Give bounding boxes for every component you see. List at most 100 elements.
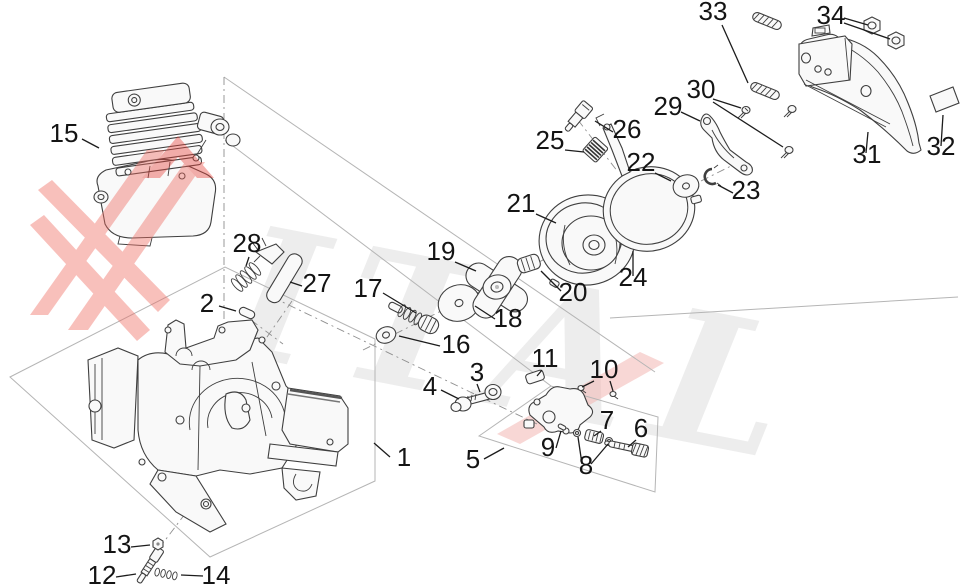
pin-9	[557, 423, 567, 431]
leader-line-30	[712, 101, 784, 148]
screw-30b	[783, 104, 797, 118]
leader-line-18	[474, 305, 496, 320]
part-label-29: 29	[654, 91, 683, 121]
part-label-30: 30	[687, 74, 716, 104]
part-label-1: 1	[397, 442, 411, 472]
part-label-22: 22	[627, 147, 656, 177]
spring-pin-14	[154, 567, 178, 581]
washer-22	[672, 174, 700, 198]
leader-line-20	[540, 270, 562, 292]
part-label-5: 5	[466, 444, 480, 474]
part-label-8: 8	[579, 450, 593, 480]
hex-nut-34b	[887, 31, 905, 50]
part-label-9: 9	[541, 432, 555, 462]
leader-line-25	[564, 149, 585, 153]
leader-line-17	[382, 292, 417, 314]
leader-line-34	[843, 22, 891, 40]
pump-washer-4	[450, 396, 472, 413]
leader-line-10	[609, 380, 614, 392]
part-label-24: 24	[619, 262, 648, 292]
needle-bearing-20	[516, 253, 541, 274]
brake-plug-axis	[577, 119, 619, 173]
adjuster-bolt-6	[604, 440, 650, 458]
o-ring-8a	[572, 428, 582, 438]
part-label-21: 21	[507, 188, 536, 218]
part-labels: 1234567891011121314151617181920212223242…	[50, 0, 956, 587]
brake-band-24	[595, 113, 702, 252]
crankcase-plane	[9, 266, 376, 558]
part-label-13: 13	[103, 529, 132, 559]
part-label-10: 10	[590, 354, 619, 384]
leader-line-2	[218, 305, 237, 312]
spring-pin-33a	[752, 12, 782, 30]
leader-line-10	[581, 380, 595, 388]
screw-30a	[737, 105, 751, 119]
spring-25	[582, 136, 609, 163]
cylinder-assembly	[93, 82, 241, 247]
leader-line-28	[245, 256, 250, 267]
part-label-11: 11	[532, 343, 559, 373]
part-label-31: 31	[853, 139, 882, 169]
pump-axis	[271, 296, 538, 425]
part-label-7: 7	[600, 405, 614, 435]
leader-line-7	[593, 430, 602, 437]
cylinder-fins	[105, 82, 203, 177]
part-label-17: 17	[354, 273, 383, 303]
leader-line-1	[373, 442, 391, 458]
pickup-spring-28	[230, 262, 262, 292]
leader-line-29	[680, 111, 701, 122]
part-label-32: 32	[927, 131, 956, 161]
part-label-19: 19	[427, 236, 456, 266]
part-label-20: 20	[559, 277, 588, 307]
worm-gear-17	[388, 301, 440, 335]
oil-pump-plane	[477, 385, 659, 493]
part-label-3: 3	[470, 357, 484, 387]
oil-pump-5	[523, 386, 594, 435]
oiler-screw-12	[136, 546, 164, 584]
e-clip-23	[703, 164, 722, 187]
leader-line-22	[654, 172, 672, 182]
hex-nut-34a	[863, 16, 881, 35]
part-label-6: 6	[634, 413, 648, 443]
brake-lever-29	[700, 113, 753, 176]
part-label-27: 27	[303, 268, 332, 298]
clutch-assembly-19	[465, 255, 529, 319]
washer-18	[437, 284, 481, 322]
leader-line-23	[717, 184, 734, 194]
part-label-28: 28	[233, 228, 262, 258]
plug-screw-26	[564, 100, 594, 132]
construction-lines	[9, 76, 959, 558]
part-label-2: 2	[200, 288, 214, 318]
part-label-4: 4	[423, 371, 437, 401]
washer-16	[375, 326, 397, 344]
part-label-18: 18	[494, 303, 523, 333]
leader-line-19	[454, 261, 477, 272]
dowel-pin-2	[238, 306, 256, 320]
leader-line-11	[536, 369, 543, 377]
part-label-15: 15	[50, 118, 79, 148]
leader-line-8	[577, 436, 583, 465]
spring-pin-33b	[750, 82, 780, 100]
leader-line-13	[130, 544, 151, 548]
leader-line-30	[712, 98, 742, 109]
leader-line-34	[843, 17, 869, 26]
pump-screw-10b	[609, 390, 619, 400]
leader-line-14	[180, 574, 204, 577]
label-plate-32	[929, 86, 960, 113]
leader-line-4	[440, 389, 460, 400]
leader-line-16	[398, 335, 441, 347]
leader-line-8	[590, 443, 609, 465]
part-label-14: 14	[202, 560, 231, 587]
leader-line-5	[483, 447, 505, 460]
leader-line-15	[81, 138, 100, 149]
watermark-brand-logo	[30, 136, 214, 341]
leader-line-31	[865, 131, 869, 154]
part-label-12: 12	[88, 560, 117, 587]
leader-line-12	[115, 573, 137, 578]
brake-cover-31	[798, 24, 922, 154]
part-label-33: 33	[699, 0, 728, 26]
leader-line-27	[289, 281, 303, 287]
crankcase-housing	[87, 319, 349, 533]
